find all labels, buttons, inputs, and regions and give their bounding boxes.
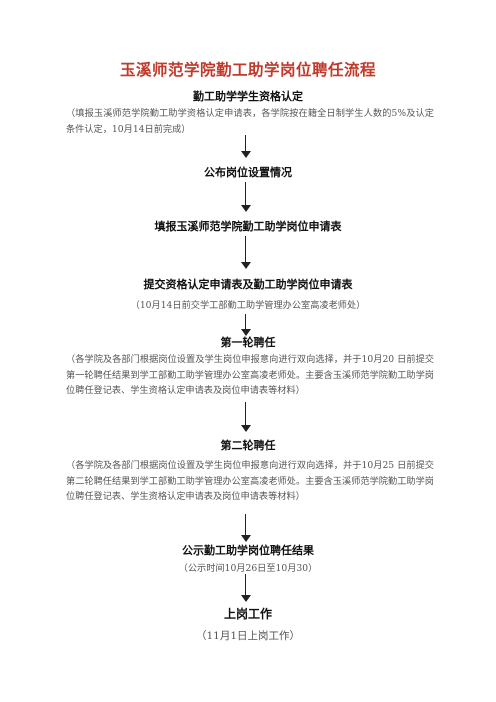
step-3-heading: 填报玉溪师范学院勤工助学岗位申请表: [154, 220, 342, 233]
step-1-note: （填报玉溪师范学院勤工助学资格认定申请表，各学院按在籍全日制学生人数的5%及认定…: [66, 108, 434, 135]
step-7-heading: 公示勤工助学岗位聘任结果: [182, 544, 314, 557]
flow-arrow-5: [241, 402, 251, 432]
flow-arrow-4: [241, 314, 251, 336]
step-4-heading: 提交资格认定申请表及勤工助学岗位申请表: [143, 278, 353, 291]
flow-arrow-7: [241, 574, 251, 602]
step-8-heading: 上岗工作: [223, 607, 272, 621]
step-5-heading: 第一轮聘任: [220, 336, 276, 349]
flow-arrow-2: [241, 182, 251, 212]
page-title: 玉溪师范学院勤工助学岗位聘任流程: [119, 61, 376, 79]
step-2-heading: 公布岗位设置情况: [204, 166, 292, 179]
flow-arrow-1: [241, 135, 251, 158]
step-6-heading: 第二轮聘任: [220, 439, 276, 452]
step-5-note: （各学院及各部门根据岗位设置及学生岗位申报意向进行双向选择，并于10月20 日前…: [66, 354, 434, 396]
step-1-heading: 勤工助学学生资格认定: [193, 90, 303, 103]
step-8-note: （11月1日上岗工作）: [195, 630, 301, 642]
flow-arrow-6: [241, 514, 251, 542]
flow-arrow-3: [241, 236, 251, 269]
step-4-note: （10月14日前交学工部勤工助学管理办公室高凌老师处）: [130, 300, 366, 311]
step-6-note: （各学院及各部门根据岗位设置及学生岗位申报意向进行双向选择，并于10月25 日前…: [66, 460, 434, 502]
step-7-note: （公示时间10月26日至10月30）: [178, 563, 318, 574]
